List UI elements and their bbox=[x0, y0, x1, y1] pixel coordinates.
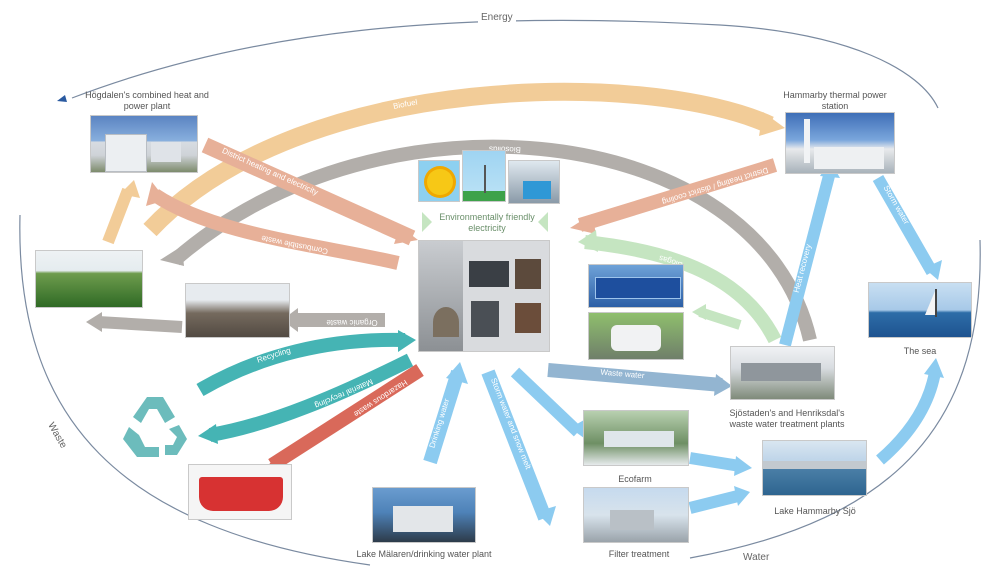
purified-water-arrowhead bbox=[570, 420, 584, 438]
biofuel-small-arrowhead bbox=[120, 180, 140, 198]
electricity-arrow-right bbox=[538, 212, 548, 232]
biogas-small-arrowhead bbox=[692, 304, 706, 320]
ecofarm-photo bbox=[583, 410, 689, 466]
storm-water-arrowhead bbox=[536, 506, 556, 526]
electricity-arrow-left bbox=[422, 212, 432, 232]
biofuel-small-arrow bbox=[102, 187, 134, 245]
biogas-small-arrow bbox=[698, 307, 742, 330]
biosolids-field-arrowhead bbox=[86, 312, 102, 332]
sea-photo bbox=[868, 282, 972, 338]
hammarby-thermal-photo bbox=[785, 112, 895, 174]
drinking-water-plant-label: Lake Mälaren/drinking water plant bbox=[356, 549, 492, 559]
district-heating-arrowhead bbox=[394, 226, 418, 244]
filter-lake-arrowhead bbox=[734, 486, 750, 506]
hogdalen-label: Högdalen's combined heat and power plant bbox=[85, 90, 209, 111]
ecofarm-lake-arrow bbox=[689, 452, 741, 472]
hogdalen-photo bbox=[90, 115, 198, 173]
electricity-label: Environmentally friendly electricity bbox=[439, 212, 535, 233]
lake-sea-arrow bbox=[876, 370, 941, 465]
organic-waste-label: Organic waste bbox=[326, 318, 378, 327]
lake-sea-arrowhead bbox=[924, 358, 944, 378]
ecofarm-label: Ecofarm bbox=[618, 474, 652, 484]
recycle-symbol-icon bbox=[123, 397, 187, 457]
field-photo bbox=[35, 250, 143, 308]
drinking-water-plant-photo bbox=[372, 487, 476, 543]
combustible-waste-arrowhead bbox=[146, 182, 166, 206]
waste-recycling-arrowhead bbox=[198, 424, 218, 444]
svg-text:Biosolids: Biosolids bbox=[489, 145, 521, 155]
biogas-arrowhead bbox=[578, 230, 598, 252]
energy-cycle-line bbox=[71, 19, 939, 109]
district-heating-cooling-arrowhead bbox=[570, 214, 596, 234]
organic-waste-arrowhead bbox=[282, 308, 298, 332]
sea-label: The sea bbox=[903, 346, 937, 356]
bus-photo bbox=[588, 264, 684, 308]
svg-text:Waste water: Waste water bbox=[600, 368, 645, 381]
filter-lake-arrow bbox=[688, 490, 740, 514]
water-cycle-label: Water bbox=[740, 552, 773, 563]
waste-cycle-line bbox=[19, 214, 371, 566]
biosolids-arrowhead bbox=[160, 246, 184, 266]
housing-building-photo bbox=[418, 240, 550, 352]
treatment-plant-photo bbox=[730, 346, 835, 400]
biosolids-label: Biosolids bbox=[489, 145, 521, 155]
waste-water-arrowhead bbox=[714, 374, 732, 396]
sun-photo bbox=[418, 160, 460, 202]
car-photo bbox=[588, 312, 684, 360]
filter-treatment-label: Filter treatment bbox=[608, 549, 670, 559]
hydro-photo bbox=[508, 160, 560, 204]
energy-cycle-label: Energy bbox=[478, 12, 516, 23]
treatment-plant-label: Sjöstaden's and Henriksdal's waste water… bbox=[729, 408, 845, 429]
energy-cycle-arrowhead bbox=[57, 95, 67, 102]
purified-water-arrow bbox=[515, 372, 578, 432]
drinking-water-arrowhead bbox=[446, 362, 468, 384]
hammarby-thermal-label: Hammarby thermal power station bbox=[783, 90, 887, 111]
storm-water-right-arrowhead bbox=[924, 260, 942, 280]
waste-water-label: Waste water bbox=[600, 368, 645, 381]
hazardous-waste-box-photo bbox=[188, 464, 292, 520]
wind-photo bbox=[462, 150, 506, 202]
lake-hammarby-label: Lake Hammarby Sjö bbox=[774, 506, 856, 516]
biosolids-field-arrow bbox=[97, 316, 183, 333]
lake-hammarby-photo bbox=[762, 440, 867, 496]
biofuel-arrowhead bbox=[759, 112, 785, 136]
recycling-arrowhead bbox=[398, 330, 416, 352]
ecofarm-lake-arrowhead bbox=[734, 456, 752, 476]
filter-treatment-photo bbox=[583, 487, 689, 543]
svg-text:Organic waste: Organic waste bbox=[326, 318, 378, 327]
water-cycle-line bbox=[689, 239, 981, 559]
compost-photo bbox=[185, 283, 290, 338]
